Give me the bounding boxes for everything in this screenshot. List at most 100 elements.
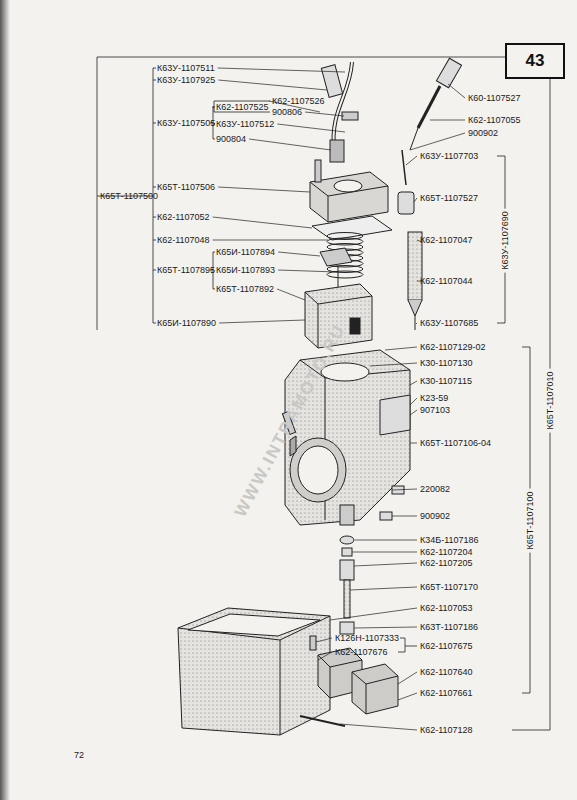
choke-cable (398, 58, 462, 214)
leader-line (350, 587, 417, 590)
part-number: 900804 (216, 134, 246, 145)
leader-line (219, 320, 305, 323)
leader-line (340, 724, 417, 730)
choke-cable (436, 58, 461, 88)
float-bowl (310, 636, 316, 650)
leader-line (316, 638, 332, 642)
assembly-number: К65Т-1107100 (525, 488, 536, 552)
part-number: К62-1107661 (420, 688, 473, 699)
top-cap (310, 160, 392, 240)
bracket-lines (212, 101, 270, 112)
leader-line (305, 112, 344, 116)
page-number-box: 43 (505, 43, 565, 79)
leader-line (410, 398, 417, 405)
carburettor-body (285, 350, 410, 525)
jets (380, 512, 392, 520)
jets (342, 548, 352, 556)
throttle-cable (321, 65, 342, 98)
top-cap (310, 172, 388, 222)
part-number: 900902 (468, 128, 498, 139)
part-number: К62-1107525 (216, 102, 269, 113)
leader-line (410, 443, 417, 444)
leader-line (398, 693, 417, 700)
float-bowl (178, 608, 330, 735)
leader-line (278, 270, 337, 272)
part-number: К62-1107048 (157, 235, 210, 246)
part-number: К65Т-1107106-04 (420, 438, 491, 449)
part-number: К65Т-1107170 (420, 582, 478, 593)
part-number: 907103 (420, 405, 450, 416)
float-bowl (178, 608, 330, 735)
part-number: К62-1107526 (272, 96, 325, 107)
part-number: К63У-1107511 (157, 63, 215, 74)
leader-line (430, 120, 465, 121)
part-number: 220082 (420, 484, 450, 495)
leader-line (414, 198, 417, 202)
leader-line (370, 363, 417, 366)
part-number: К63У-1107505 (157, 118, 215, 129)
bracket-lines (97, 57, 500, 330)
part-number: К65Т-1107500 (100, 191, 158, 202)
leader-line (410, 133, 465, 150)
leader-line (392, 489, 417, 490)
choke-cable (418, 86, 440, 128)
part-number: К63Т-1107186 (420, 622, 478, 633)
choke-cable (402, 150, 406, 185)
needle-jet (408, 300, 422, 316)
leader-line (277, 289, 305, 300)
part-number: К65Т-1107527 (420, 193, 478, 204)
leader-line (410, 381, 417, 385)
scan-edge (0, 0, 10, 800)
part-number: К62-1107676 (335, 647, 388, 658)
leader-line (398, 672, 417, 684)
bracket-lines (500, 57, 550, 730)
leader-line (213, 240, 328, 241)
throttle-cable (330, 140, 344, 162)
part-number: К63У-1107685 (420, 318, 478, 329)
choke-cable (398, 192, 414, 214)
needle-clip (320, 248, 352, 266)
choke-cable (410, 128, 418, 150)
top-cap (334, 180, 362, 192)
leader-line (406, 156, 417, 165)
part-number: К62-1107128 (420, 725, 473, 736)
top-cap (312, 216, 392, 240)
leader-line (416, 323, 417, 324)
throttle-cable (342, 112, 358, 120)
page-number: 43 (526, 51, 545, 71)
part-number: К63У-1107703 (420, 151, 478, 162)
leader-line (354, 563, 417, 566)
part-number: К30-1107130 (420, 358, 473, 369)
part-number: К62-1107047 (420, 235, 473, 246)
leader-line (354, 627, 417, 628)
jets (340, 486, 404, 634)
leader-line (385, 347, 417, 350)
watermark: WWW.INTRAMOTO.RU (234, 322, 345, 518)
assembly-number: К65Т-1107010 (545, 368, 556, 432)
part-number: К62-1107205 (420, 558, 473, 569)
leader-line (352, 552, 417, 553)
part-number: К23-59 (420, 393, 448, 404)
leader-line (392, 516, 417, 517)
part-number: К126Н-1107333 (335, 633, 399, 644)
floats (352, 664, 398, 714)
part-number: К65И-1107894 (216, 247, 275, 258)
assembly-number: К63У-1107690 (500, 208, 511, 272)
jets (340, 536, 354, 544)
part-number: К60-1107527 (468, 93, 521, 104)
part-number: К65Т-1107506 (157, 182, 215, 193)
part-number: К63У-1107512 (216, 119, 274, 130)
float-pin (300, 716, 345, 726)
leader-line (218, 187, 310, 192)
leader-line (410, 410, 417, 415)
jets (344, 580, 350, 618)
leader-line (218, 80, 327, 90)
part-number: К65Т-1107895 (157, 265, 215, 276)
carburettor-body (290, 438, 346, 502)
part-number: К62-1107055 (468, 115, 521, 126)
part-number: 72 (74, 750, 84, 761)
part-number: К62-1107640 (420, 667, 473, 678)
float-pin (300, 716, 345, 726)
leader-line (278, 252, 320, 256)
